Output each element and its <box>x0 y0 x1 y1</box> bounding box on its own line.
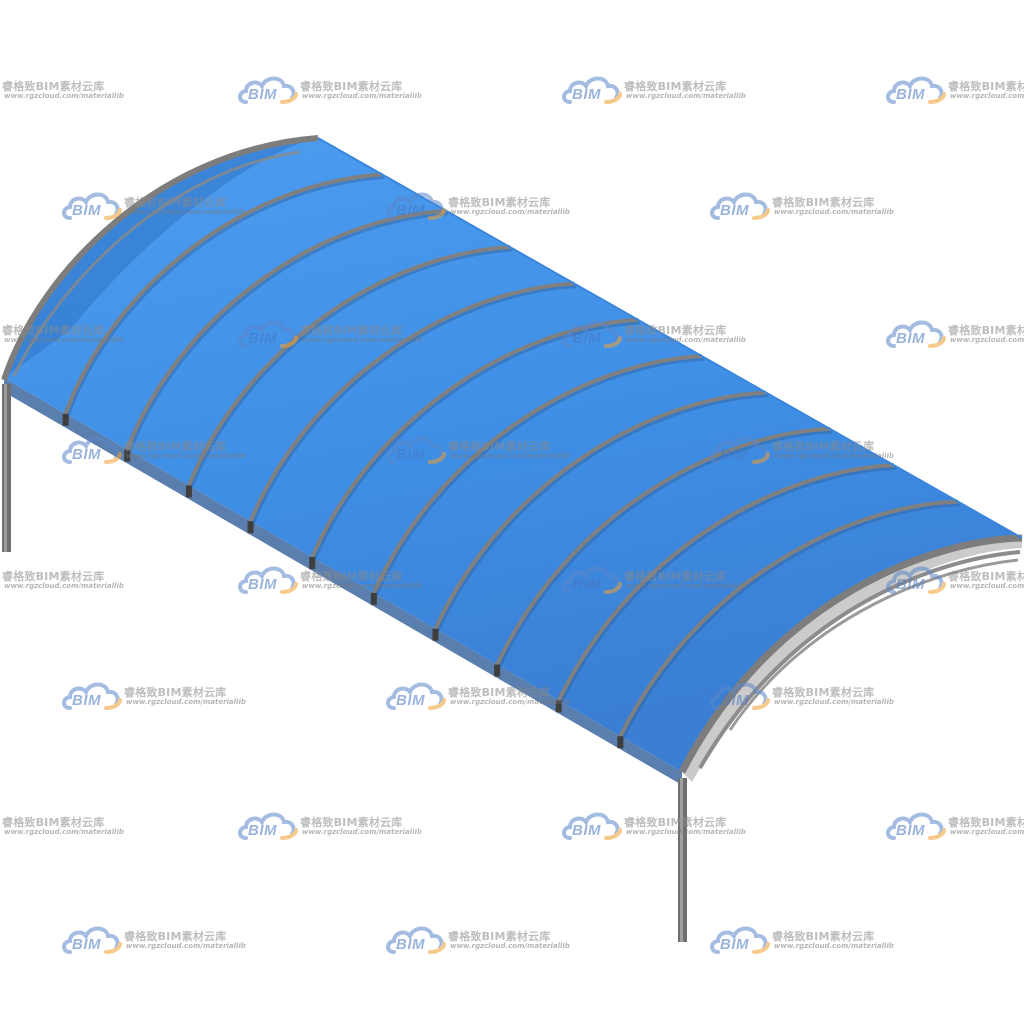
rib-eave-bracket <box>62 413 69 426</box>
far-arch-frame-inner <box>12 150 301 377</box>
rib-eave-bracket <box>309 557 316 570</box>
roof-rib-shadow <box>66 175 385 418</box>
near-arch-frame-inner <box>698 550 1021 770</box>
roof-rib-shadow <box>621 503 961 740</box>
roof-rib <box>371 354 703 594</box>
left-post-highlight <box>4 384 7 552</box>
front-eave-band <box>4 378 682 785</box>
rib-eave-bracket <box>370 592 377 605</box>
roof-surface <box>4 138 1022 772</box>
roof-rib-shadow <box>559 466 897 705</box>
far-end-gable <box>4 138 318 378</box>
rib-eave-bracket <box>494 664 501 677</box>
roof-rib <box>248 281 575 523</box>
rib-eave-bracket <box>555 700 562 713</box>
roof-rib-shadow <box>127 212 449 454</box>
rib-eave-bracket <box>185 485 192 498</box>
roof-rib-shadow <box>436 394 769 633</box>
roof-rib <box>433 390 767 630</box>
roof-rib <box>495 426 831 666</box>
roof-rib <box>63 172 383 415</box>
roof-rib <box>125 208 447 451</box>
roof-rib <box>187 245 511 487</box>
roof-rib-shadow <box>374 357 705 597</box>
rib-eave-bracket <box>432 628 439 641</box>
roof-rib <box>556 463 895 702</box>
rib-eave-bracket <box>247 521 254 534</box>
roof-rib-shadow <box>497 430 833 669</box>
right-post-highlight <box>680 778 683 942</box>
far-arch-frame <box>1 135 319 381</box>
roof-rib-shadow <box>251 284 577 525</box>
rib-eave-bracket <box>617 736 624 749</box>
roof-rib-shadow <box>189 248 513 490</box>
roof-rib <box>618 499 959 738</box>
rib-eave-bracket <box>124 449 131 462</box>
